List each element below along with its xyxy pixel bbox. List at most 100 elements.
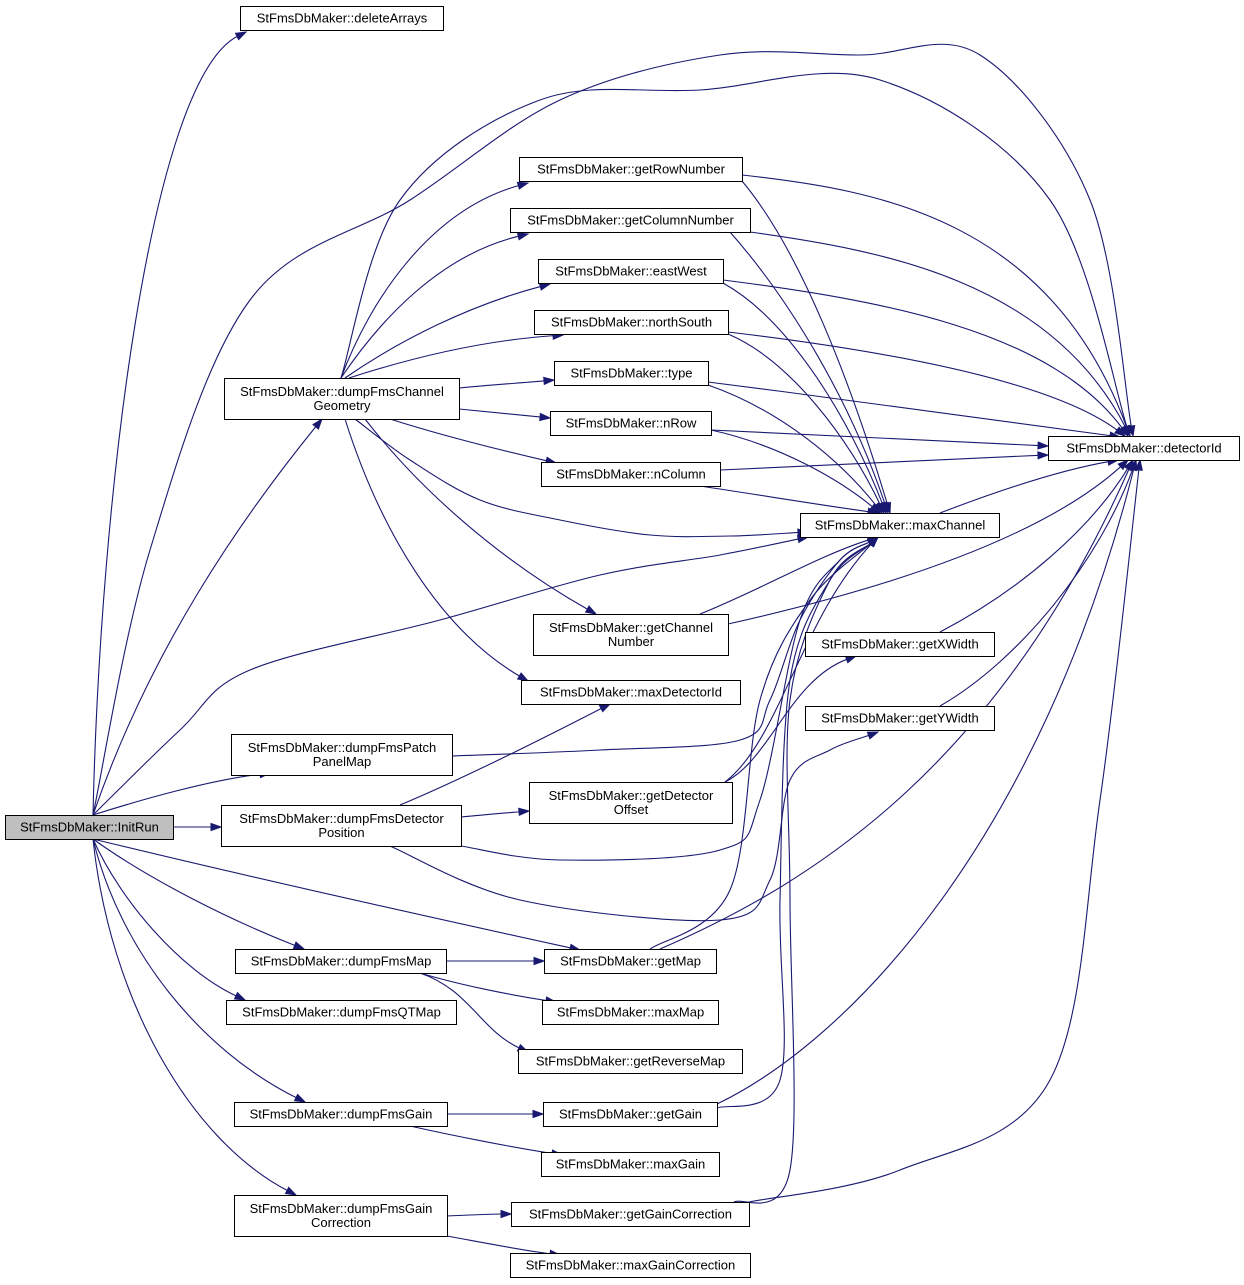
- edge-getgaincorr-to-maxchannel: [733, 535, 880, 1204]
- node-label: StFmsDbMaker::getRowNumber: [537, 162, 725, 177]
- node-getgain[interactable]: StFmsDbMaker::getGain: [543, 1102, 718, 1127]
- edge-northsouth-to-detectorid: [727, 331, 1127, 437]
- edge-dumpchgeom-to-nrow: [458, 408, 552, 422]
- node-label: StFmsDbMaker::deleteArrays: [257, 11, 428, 26]
- edge-dumpgain-to-maxgain: [409, 1125, 564, 1158]
- node-type[interactable]: StFmsDbMaker::type: [554, 361, 709, 386]
- edge-dumpchgeom-to-eastwest: [344, 282, 552, 379]
- node-label: StFmsDbMaker::detectorId: [1066, 441, 1221, 456]
- node-detectorid[interactable]: StFmsDbMaker::detectorId: [1048, 436, 1240, 461]
- node-maxchannel[interactable]: StFmsDbMaker::maxChannel: [800, 513, 1000, 538]
- node-label: StFmsDbMaker::nRow: [566, 416, 697, 431]
- node-label: StFmsDbMaker::getColumnNumber: [527, 213, 734, 228]
- node-getywidth[interactable]: StFmsDbMaker::getYWidth: [805, 706, 995, 731]
- node-label: StFmsDbMaker::getGain: [559, 1107, 702, 1122]
- node-box: [543, 1102, 718, 1127]
- node-box: [541, 462, 721, 487]
- node-label: StFmsDbMaker::getReverseMap: [536, 1054, 725, 1069]
- node-box: [224, 378, 460, 420]
- node-dumpfmsmap[interactable]: StFmsDbMaker::dumpFmsMap: [235, 949, 447, 974]
- node-getreversemap[interactable]: StFmsDbMaker::getReverseMap: [518, 1049, 743, 1074]
- node-nrow[interactable]: StFmsDbMaker::nRow: [550, 411, 712, 436]
- node-label: StFmsDbMaker::maxGainCorrection: [526, 1258, 736, 1273]
- node-box: [518, 1049, 743, 1074]
- edge-initrun-to-dumpchgeom: [92, 417, 323, 816]
- node-label: StFmsDbMaker::getYWidth: [821, 711, 979, 726]
- edge-getdetoffset-to-maxchannel: [724, 535, 880, 783]
- node-box: [805, 706, 995, 731]
- node-label: StFmsDbMaker::northSouth: [551, 315, 712, 330]
- node-dumpgain[interactable]: StFmsDbMaker::dumpFmsGain: [234, 1102, 448, 1127]
- node-box: [234, 1102, 448, 1127]
- node-maxdetectorid[interactable]: StFmsDbMaker::maxDetectorId: [521, 680, 741, 705]
- node-initrun[interactable]: StFmsDbMaker::InitRun: [5, 815, 174, 840]
- node-box: [521, 680, 741, 705]
- node-box: [240, 6, 444, 31]
- node-getxwidth[interactable]: StFmsDbMaker::getXWidth: [805, 632, 995, 657]
- node-label: Correction: [311, 1215, 371, 1230]
- node-box: [542, 1000, 719, 1025]
- edge-initrun-to-dumpqtmap: [92, 838, 247, 1001]
- node-box: [529, 782, 733, 824]
- node-box: [221, 805, 462, 847]
- node-label: Position: [318, 825, 364, 840]
- node-label: StFmsDbMaker::dumpFmsMap: [251, 954, 432, 969]
- edge-getgain-to-detectorid: [716, 458, 1138, 1105]
- node-label: StFmsDbMaker::getMap: [560, 954, 701, 969]
- node-getmap[interactable]: StFmsDbMaker::getMap: [544, 949, 717, 974]
- node-deletearrays[interactable]: StFmsDbMaker::deleteArrays: [240, 6, 444, 31]
- edge-initrun-to-dumpfmsmap: [92, 838, 306, 950]
- node-maxmap[interactable]: StFmsDbMaker::maxMap: [542, 1000, 719, 1025]
- node-maxgaincorr[interactable]: StFmsDbMaker::maxGainCorrection: [510, 1253, 751, 1278]
- node-box: [519, 157, 743, 182]
- edge-northsouth-to-maxchannel: [727, 333, 885, 515]
- edge-eastwest-to-detectorid: [722, 279, 1129, 438]
- edge-dumpchgeom-to-type: [458, 376, 556, 389]
- node-box: [1048, 436, 1240, 461]
- node-maxgain[interactable]: StFmsDbMaker::maxGain: [541, 1152, 720, 1177]
- node-label: StFmsDbMaker::dumpFmsGain: [250, 1107, 433, 1122]
- edge-ncolumn-to-detectorid: [719, 451, 1050, 471]
- node-box: [534, 310, 729, 335]
- edge-getrownumber-to-detectorid: [741, 174, 1131, 438]
- node-label: StFmsDbMaker::getGainCorrection: [529, 1207, 732, 1222]
- edge-getmap-to-maxchannel: [649, 535, 880, 950]
- node-dumpqtmap[interactable]: StFmsDbMaker::dumpFmsQTMap: [226, 1000, 457, 1025]
- node-label: StFmsDbMaker::maxChannel: [815, 518, 986, 533]
- edge-initrun-to-getmap: [92, 838, 582, 952]
- node-box: [235, 949, 447, 974]
- edge-type-to-detectorid: [707, 381, 1122, 440]
- node-eastwest[interactable]: StFmsDbMaker::eastWest: [538, 259, 724, 284]
- node-box: [805, 632, 995, 657]
- edge-initrun-to-dumpgain: [92, 838, 307, 1103]
- edge-nrow-to-detectorid: [710, 429, 1050, 450]
- node-ncolumn[interactable]: StFmsDbMaker::nColumn: [541, 462, 721, 487]
- node-getrownumber[interactable]: StFmsDbMaker::getRowNumber: [519, 157, 743, 182]
- edge-dumpchgeom-to-getrownumber: [340, 181, 530, 379]
- node-box: [550, 411, 712, 436]
- node-label: StFmsDbMaker::dumpFmsChannel: [240, 384, 444, 399]
- node-label: StFmsDbMaker::getChannel: [549, 620, 713, 635]
- node-northsouth[interactable]: StFmsDbMaker::northSouth: [534, 310, 729, 335]
- node-label: Geometry: [313, 398, 371, 413]
- edge-eastwest-to-maxchannel: [722, 282, 887, 515]
- edge-maxchannel-to-detectorid: [939, 457, 1120, 514]
- node-box: [541, 1152, 720, 1177]
- edge-dumpchgeom-to-maxdetectorid: [344, 418, 530, 682]
- node-label: StFmsDbMaker::type: [570, 366, 692, 381]
- node-getgaincorr[interactable]: StFmsDbMaker::getGainCorrection: [511, 1202, 750, 1227]
- node-getcolumnnumber[interactable]: StFmsDbMaker::getColumnNumber: [510, 208, 751, 233]
- node-box: [510, 208, 751, 233]
- node-label: StFmsDbMaker::maxDetectorId: [540, 685, 722, 700]
- edge-initrun-to-dumpdetpos: [173, 822, 223, 832]
- node-box: [511, 1202, 750, 1227]
- node-box: [231, 734, 453, 776]
- node-box: [533, 614, 729, 656]
